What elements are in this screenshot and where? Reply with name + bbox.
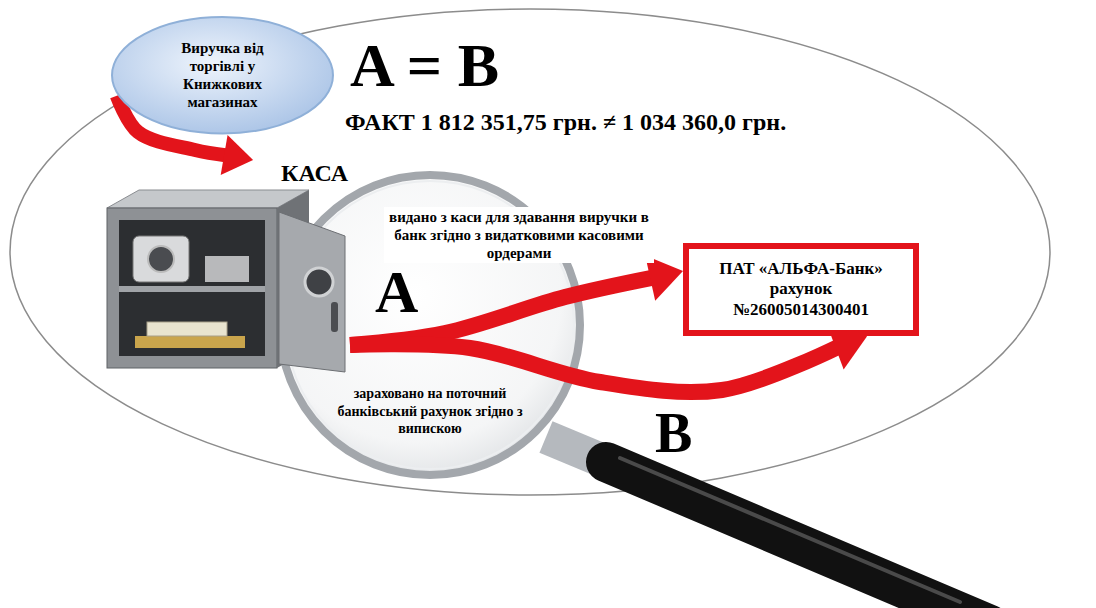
safe-item bbox=[133, 236, 189, 282]
safe-top bbox=[107, 190, 309, 208]
safe-front bbox=[107, 208, 277, 368]
edge-letter: B bbox=[655, 405, 692, 461]
safe-shelf bbox=[119, 286, 265, 292]
safe-gold bbox=[135, 336, 245, 348]
safe-item bbox=[148, 246, 174, 272]
safe-dial bbox=[305, 268, 333, 296]
magnifier-handle-shine bbox=[620, 458, 960, 602]
safe-top bbox=[107, 190, 309, 208]
safe-heading: КАСА bbox=[95, 160, 350, 188]
frame-ellipse bbox=[10, 9, 1050, 495]
source-bubble: Виручка від торгівлі у Книжкових магазин… bbox=[110, 15, 335, 135]
safe-drawing bbox=[95, 160, 350, 375]
bank-account-box: ПАТ «АЛЬФА-Банк» рахунок №26005014300401 bbox=[683, 243, 919, 336]
fact-amounts: ФАКТ 1 812 351,75 грн. ≠ 1 034 360,0 грн… bbox=[345, 108, 786, 137]
safe-gold bbox=[135, 336, 245, 348]
bubble-ellipse bbox=[112, 17, 333, 133]
cash-safe: КАСА bbox=[95, 160, 350, 375]
safe-door bbox=[279, 212, 345, 372]
edge-letter: A bbox=[375, 262, 418, 322]
safe-door bbox=[279, 212, 345, 372]
safe-cavity bbox=[119, 220, 265, 356]
node-text: ПАТ «АЛЬФА-Банк» рахунок №26005014300401 bbox=[701, 259, 901, 320]
safe-item bbox=[205, 256, 249, 282]
safe-item bbox=[133, 236, 189, 282]
flow-arrow bbox=[350, 256, 683, 345]
safe-handle bbox=[331, 302, 338, 332]
equation-heading: A = B bbox=[350, 34, 499, 96]
safe-shelf bbox=[119, 286, 265, 292]
safe-item bbox=[205, 256, 249, 282]
arrow-head bbox=[221, 135, 253, 175]
safe-cash bbox=[147, 322, 227, 336]
issued-note: видано з каси для здавання виручки в бан… bbox=[384, 207, 654, 263]
safe-cavity bbox=[119, 220, 265, 356]
safe-front bbox=[107, 208, 277, 368]
safe-dial bbox=[305, 268, 333, 296]
safe-cash bbox=[147, 322, 227, 336]
safe-handle bbox=[331, 302, 338, 332]
credited-note: зараховано на поточний банківський рахун… bbox=[320, 385, 540, 438]
arrow-shaft bbox=[350, 344, 838, 392]
node-text: Виручка від торгівлі у Книжкових магазин… bbox=[173, 39, 273, 111]
bubble-outline bbox=[110, 15, 335, 135]
safe-item bbox=[148, 246, 174, 272]
